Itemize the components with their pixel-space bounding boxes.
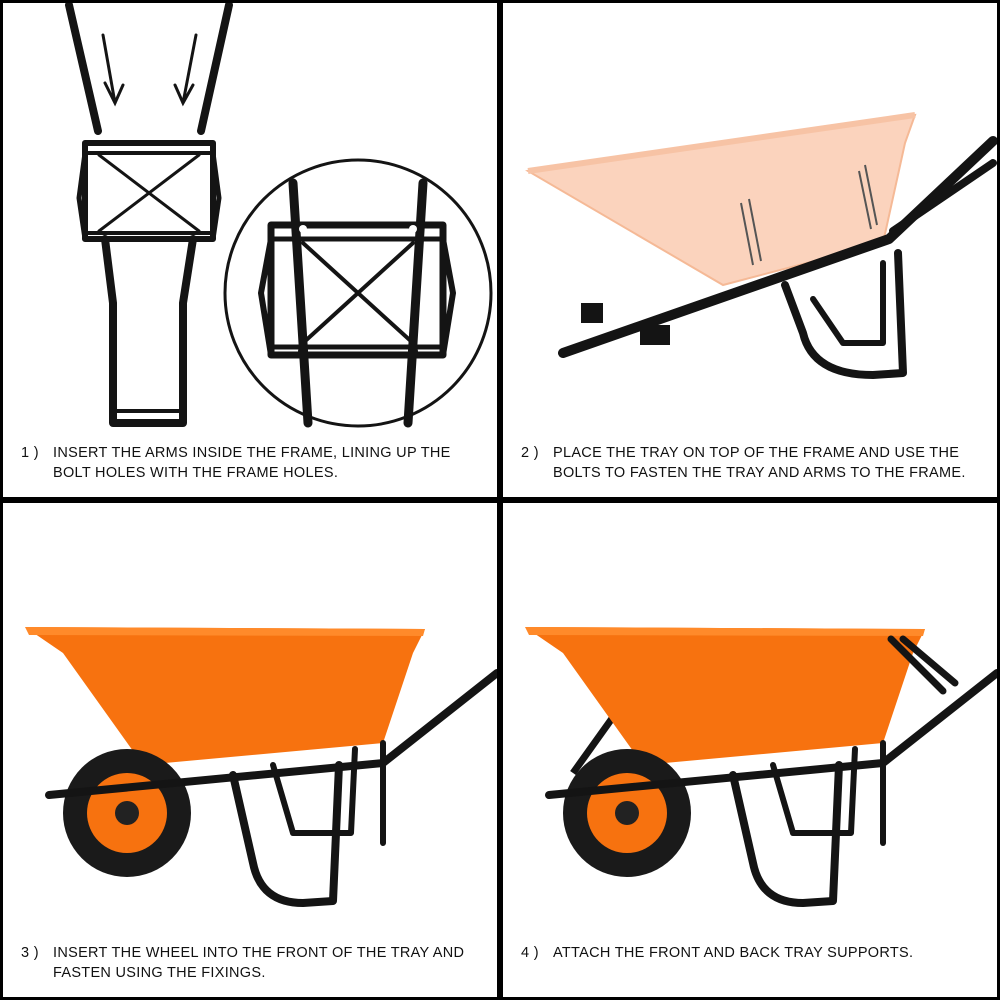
step-3-panel: 3 ) INSERT THE WHEEL INTO THE FRONT OF T… [3,503,497,997]
step-number: 3 ) [21,945,39,961]
step-2-illustration [525,112,997,379]
step-1-illustration [65,3,493,428]
step-3-caption: 3 ) INSERT THE WHEEL INTO THE FRONT OF T… [21,943,483,983]
step-1-panel: 1 ) INSERT THE ARMS INSIDE THE FRAME, LI… [3,3,497,497]
step-2-panel: 2 ) PLACE THE TRAY ON TOP OF THE FRAME A… [503,3,997,497]
step-number: 2 ) [521,445,539,461]
arrow-down-icon [101,33,125,107]
step-1-caption: 1 ) INSERT THE ARMS INSIDE THE FRAME, LI… [21,443,483,483]
step-number: 4 ) [521,945,539,961]
step-4-caption: 4 ) ATTACH THE FRONT AND BACK TRAY SUPPO… [521,943,983,963]
arrow-down-icon [173,33,198,107]
step-text: ATTACH THE FRONT AND BACK TRAY SUPPORTS. [553,945,914,961]
step-number: 1 ) [21,445,39,461]
step-3-illustration [25,627,497,907]
step-4-illustration [525,627,997,907]
step-text: INSERT THE ARMS INSIDE THE FRAME, LINING… [53,445,451,481]
step-4-panel: 4 ) ATTACH THE FRONT AND BACK TRAY SUPPO… [503,503,997,997]
step-text: PLACE THE TRAY ON TOP OF THE FRAME AND U… [553,445,966,481]
step-2-caption: 2 ) PLACE THE TRAY ON TOP OF THE FRAME A… [521,443,983,483]
step-text: INSERT THE WHEEL INTO THE FRONT OF THE T… [53,945,465,981]
